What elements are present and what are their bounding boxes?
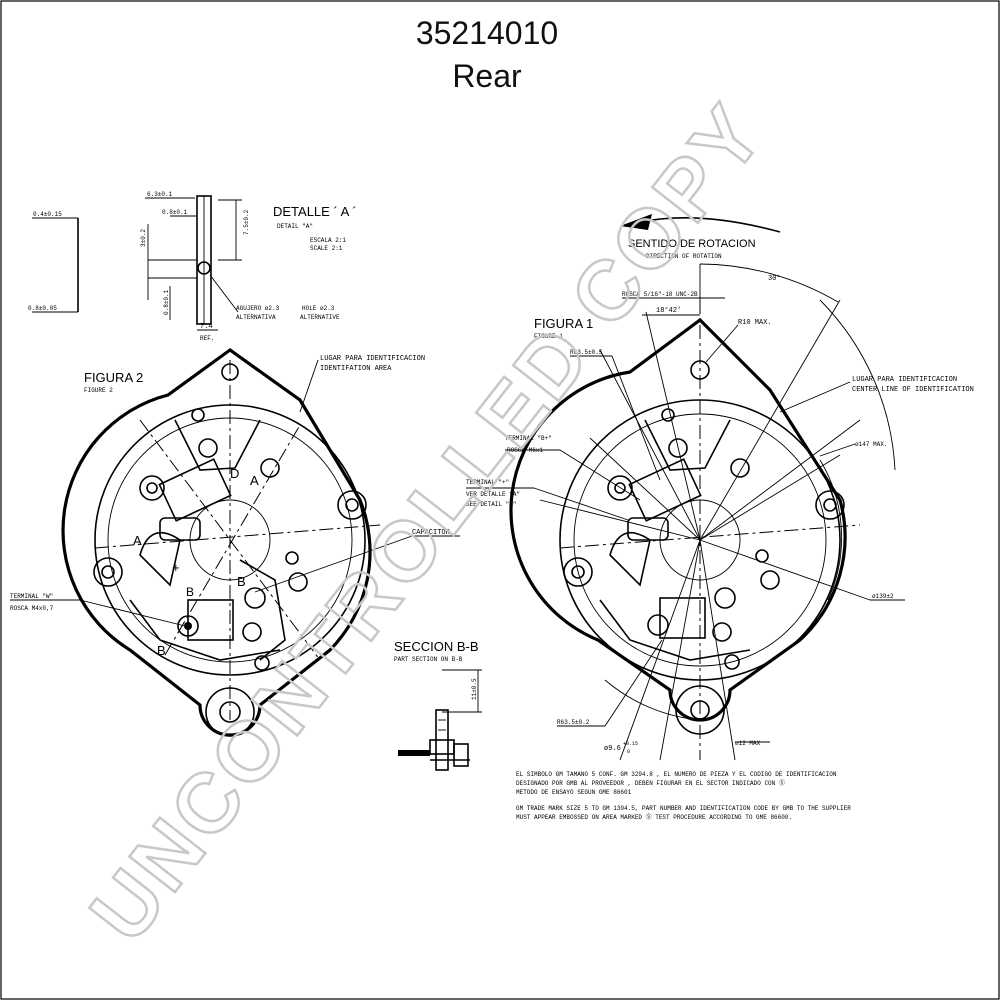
hole-alt-es: ALTERNATIVA (236, 314, 276, 321)
fig2-housing (61, 348, 372, 737)
fig1-d9: ø9.6 (604, 745, 621, 753)
view-label: Rear (452, 58, 522, 94)
figure-1-subtitle: FIGURE 1 (534, 333, 563, 340)
part-number: 35214010 (416, 15, 558, 51)
fig1-terminal-b: TERMINAL "B+" (505, 435, 552, 442)
fig1-d12: ø12 MAX (735, 740, 761, 747)
hole-es: AGUJERO ø2.3 (236, 305, 280, 312)
fig1-d9-tol-bot: 0 (627, 749, 630, 755)
fig1-d147: ø147 MAX. (855, 441, 887, 448)
fig1-rosca: ROSCA 5/16"-18 UNC-2B (622, 291, 698, 298)
figure-2-subtitle: FIGURE 2 (84, 387, 113, 394)
note-es-2: DESIGNADO POR GMB AL PROVEEDOR , DEBEN F… (516, 779, 785, 787)
dim-vert3: 0.8±0.1 (163, 289, 170, 315)
fig2-plus: + (172, 560, 180, 575)
detail-a-scale-es: ESCALA 2:1 (310, 237, 346, 244)
fig2-terminal-w: TERMINAL "W" (10, 593, 53, 600)
dim-left-bottom: 0.8±0.05 (28, 305, 57, 312)
fig2-section-b-bottom: B (157, 643, 166, 658)
section-bb-group: SECCION B-B PART SECTION ON B-B 11±0.5 (394, 639, 482, 771)
figure-1-group: FIGURA 1 FIGURE 1 SENTIDO DE ROTACION DI… (466, 214, 974, 761)
notes-group: EL SIMBOLO GM TAMANO 5 CONF. GM 3294.8 ,… (516, 771, 851, 821)
dim-left-top: 0.4±0.15 (33, 211, 62, 218)
fig1-housing (509, 317, 847, 722)
fig1-d9-tol-top: +0.15 (623, 741, 638, 747)
figure-2-group: FIGURA 2 FIGURE 2 LUGAR PARA IDENTIFICAC… (10, 348, 460, 737)
fig2-id-en: IDENTIFATION AREA (320, 365, 392, 373)
detail-a-subtitle: DETAIL "A" (277, 223, 313, 230)
fig2-section-a-right: A (250, 473, 259, 488)
note-es-1: EL SIMBOLO GM TAMANO 5 CONF. GM 3294.8 ,… (516, 771, 837, 778)
rotation-es: SENTIDO DE ROTACION (628, 238, 756, 250)
fig1-id-es: LUGAR PARA IDENTIFICACION (852, 376, 957, 384)
hole-alt-en: ALTERNATIVE (300, 314, 340, 321)
detail-a-title: DETALLE ´ A ´ (273, 204, 357, 219)
fig1-terminal-plus: TERMINAL "+" (466, 479, 509, 486)
fig1-angle-18: 18°42' (656, 306, 681, 315)
fig1-rosca-b: ROSCA M6x1 (507, 447, 543, 454)
dim-vert2: 7.5±0.2 (243, 209, 250, 235)
note-en-1: GM TRADE MARK SIZE 5 TO GM 1394.5, PART … (516, 805, 851, 812)
detail-a-scale-en: SCALE 2:1 (310, 245, 343, 252)
fig2-section-b-mid: B (237, 574, 246, 589)
dim-ref: REF. (200, 335, 214, 342)
note-es-3: METODO DE ENSAYO SEGUN GME 86601 (516, 789, 632, 796)
watermark-text: UNCONTROLLED COPY (72, 86, 783, 959)
dim-top: 6.3±0.1 (147, 191, 173, 198)
fig1-ver-detalle: VER DETALLE "A" (466, 491, 520, 498)
fig2-rosca-w: ROSCA M4x0,7 (10, 605, 54, 612)
note-en-2: MUST APPEAR EMBOSSED ON AREA MARKED Ⓢ TE… (516, 813, 792, 821)
figure-1-title: FIGURA 1 (534, 316, 593, 331)
fig1-r63b: R63.5±0.2 (557, 719, 590, 726)
dim-bottom: 7.4 (200, 323, 213, 331)
fig1-d139: ø139±2 (872, 593, 894, 600)
fig2-id-es: LUGAR PARA IDENTIFICACION (320, 355, 425, 363)
dim-2: 0.8±0.1 (162, 209, 188, 216)
fig2-section-a-left: A (133, 533, 142, 548)
section-bb-subtitle: PART SECTION ON B-B (394, 656, 463, 663)
fig1-r10: R10 MAX. (738, 319, 772, 327)
section-bb-title: SECCION B-B (394, 639, 479, 654)
hole-en: HOLE ø2.3 (302, 305, 335, 312)
fig2-b-mark: B (186, 585, 194, 599)
figure-2-title: FIGURA 2 (84, 370, 143, 385)
fig1-r63: R63.5±0.5 (570, 349, 603, 356)
fig2-d-mark: D (230, 466, 239, 481)
rotation-arrow (639, 216, 781, 233)
dim-vert1: 3±0.2 (140, 229, 147, 247)
fig1-angle-30: 30° (768, 274, 781, 283)
fig1-id-en: CENTER LINE OF IDENTIFICATION (852, 386, 974, 394)
detail-a-group: DETALLE ´ A ´ DETAIL "A" ESCALA 2:1 SCAL… (28, 191, 357, 342)
fig1-see-detail: SEE DETAIL "A" (466, 501, 516, 508)
section-bb-dim: 11±0.5 (471, 678, 478, 700)
fig2-capacitor: CAPACITOR (412, 529, 451, 537)
rotation-en: DIRECTION OF ROTATION (646, 253, 722, 260)
